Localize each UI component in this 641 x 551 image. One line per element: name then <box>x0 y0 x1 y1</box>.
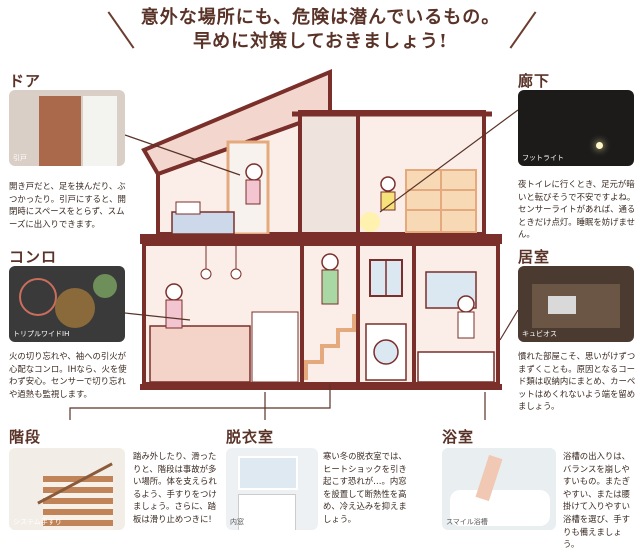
stove-title: コンロ <box>9 248 58 266</box>
stairs-description: 踏み外したり、滑ったりと、階段は事故が多い場所。体を支えられるよう、手すりをつけ… <box>133 451 217 524</box>
hallway-title: 廊下 <box>518 72 551 90</box>
door-photo: 引戸 <box>9 90 125 166</box>
hallway-photo-caption: フットライト <box>522 154 564 162</box>
inner-window <box>238 456 298 490</box>
person-bath <box>457 295 475 313</box>
door-description: 開き戸だと、足を挟んだり、ぶつかったり。引戸にすると、開閉時にスペースをとらず、… <box>9 181 126 229</box>
sliding-door-opening <box>83 96 117 166</box>
dressing-photo-caption: 内窓 <box>230 518 244 526</box>
stove-photo-caption: トリプルワイドIH <box>13 330 70 338</box>
stairs <box>304 314 356 380</box>
stove-photo: トリプルワイドIH <box>9 266 125 342</box>
dressing-title: 脱衣室 <box>226 428 275 446</box>
living-description: 慣れた部屋こそ、思いがけずつまずくことも。原因となるコード類は収納内にまとめ、カ… <box>518 351 636 412</box>
stairs-photo: システム手すり <box>9 448 125 530</box>
ih-burner-2 <box>55 288 95 328</box>
headline-line2: 早めに対策しておきましょう! <box>193 31 448 52</box>
living-title: 居室 <box>518 248 551 266</box>
hallway-description: 夜トイレに行くとき、足元が暗いと転びそうで不安ですよね。センサーライトがあれば、… <box>518 179 636 240</box>
foot-light <box>596 142 603 149</box>
house-illustration <box>140 68 502 390</box>
living-photo-caption: キュビオス <box>522 330 557 338</box>
bathtub <box>417 351 495 383</box>
smile-bathtub <box>450 490 550 526</box>
dressing-photo: 内窓 <box>226 448 318 530</box>
hallway-photo: フットライト <box>518 90 634 166</box>
dressing-description: 寒い冬の脱衣室では、ヒートショックを引き起こす恐れが…。内窓を設置して断熱性を高… <box>323 451 407 524</box>
stove-description: 火の切り忘れや、袖への引火が心配なコンロ。IHなら、火を使わず安心。センサーで切… <box>9 351 127 399</box>
vanity-cabinet <box>238 494 296 530</box>
ih-burner-3 <box>93 274 117 298</box>
kitchen-counter <box>149 325 251 383</box>
ih-burner-1 <box>19 278 57 316</box>
storage-cabinet <box>532 284 620 328</box>
washing-machine <box>365 323 407 381</box>
headline-line1: 意外な場所にも、危険は潜んでいるもの。 <box>140 7 501 28</box>
door-photo-caption: 引戸 <box>13 154 27 162</box>
sliding-door-panel <box>39 96 81 166</box>
tablet-device <box>548 296 576 314</box>
living-photo: キュビオス <box>518 266 634 342</box>
bath-photo: スマイル浴槽 <box>442 448 556 530</box>
upper-center-room <box>298 110 360 236</box>
bath-description: 浴槽の出入りは、バランスを崩しやすいもの。またぎやすい、または腰掛けて入りやすい… <box>563 451 630 550</box>
door-title: ドア <box>9 72 42 90</box>
headline: 意外な場所にも、危険は潜んでいるもの。 早めに対策しておきましょう! <box>0 6 641 54</box>
person-upper-left <box>245 163 263 181</box>
person-kitchen <box>165 283 183 301</box>
person-stairs <box>321 253 339 271</box>
stairs-title: 階段 <box>9 428 42 446</box>
foot-light-glow <box>360 212 380 232</box>
bath-title: 浴室 <box>442 428 475 446</box>
person-child <box>380 176 396 192</box>
bed <box>171 211 235 235</box>
stair-steps <box>43 476 113 530</box>
bath-photo-caption: スマイル浴槽 <box>446 518 488 526</box>
stairs-photo-caption: システム手すり <box>13 518 62 526</box>
